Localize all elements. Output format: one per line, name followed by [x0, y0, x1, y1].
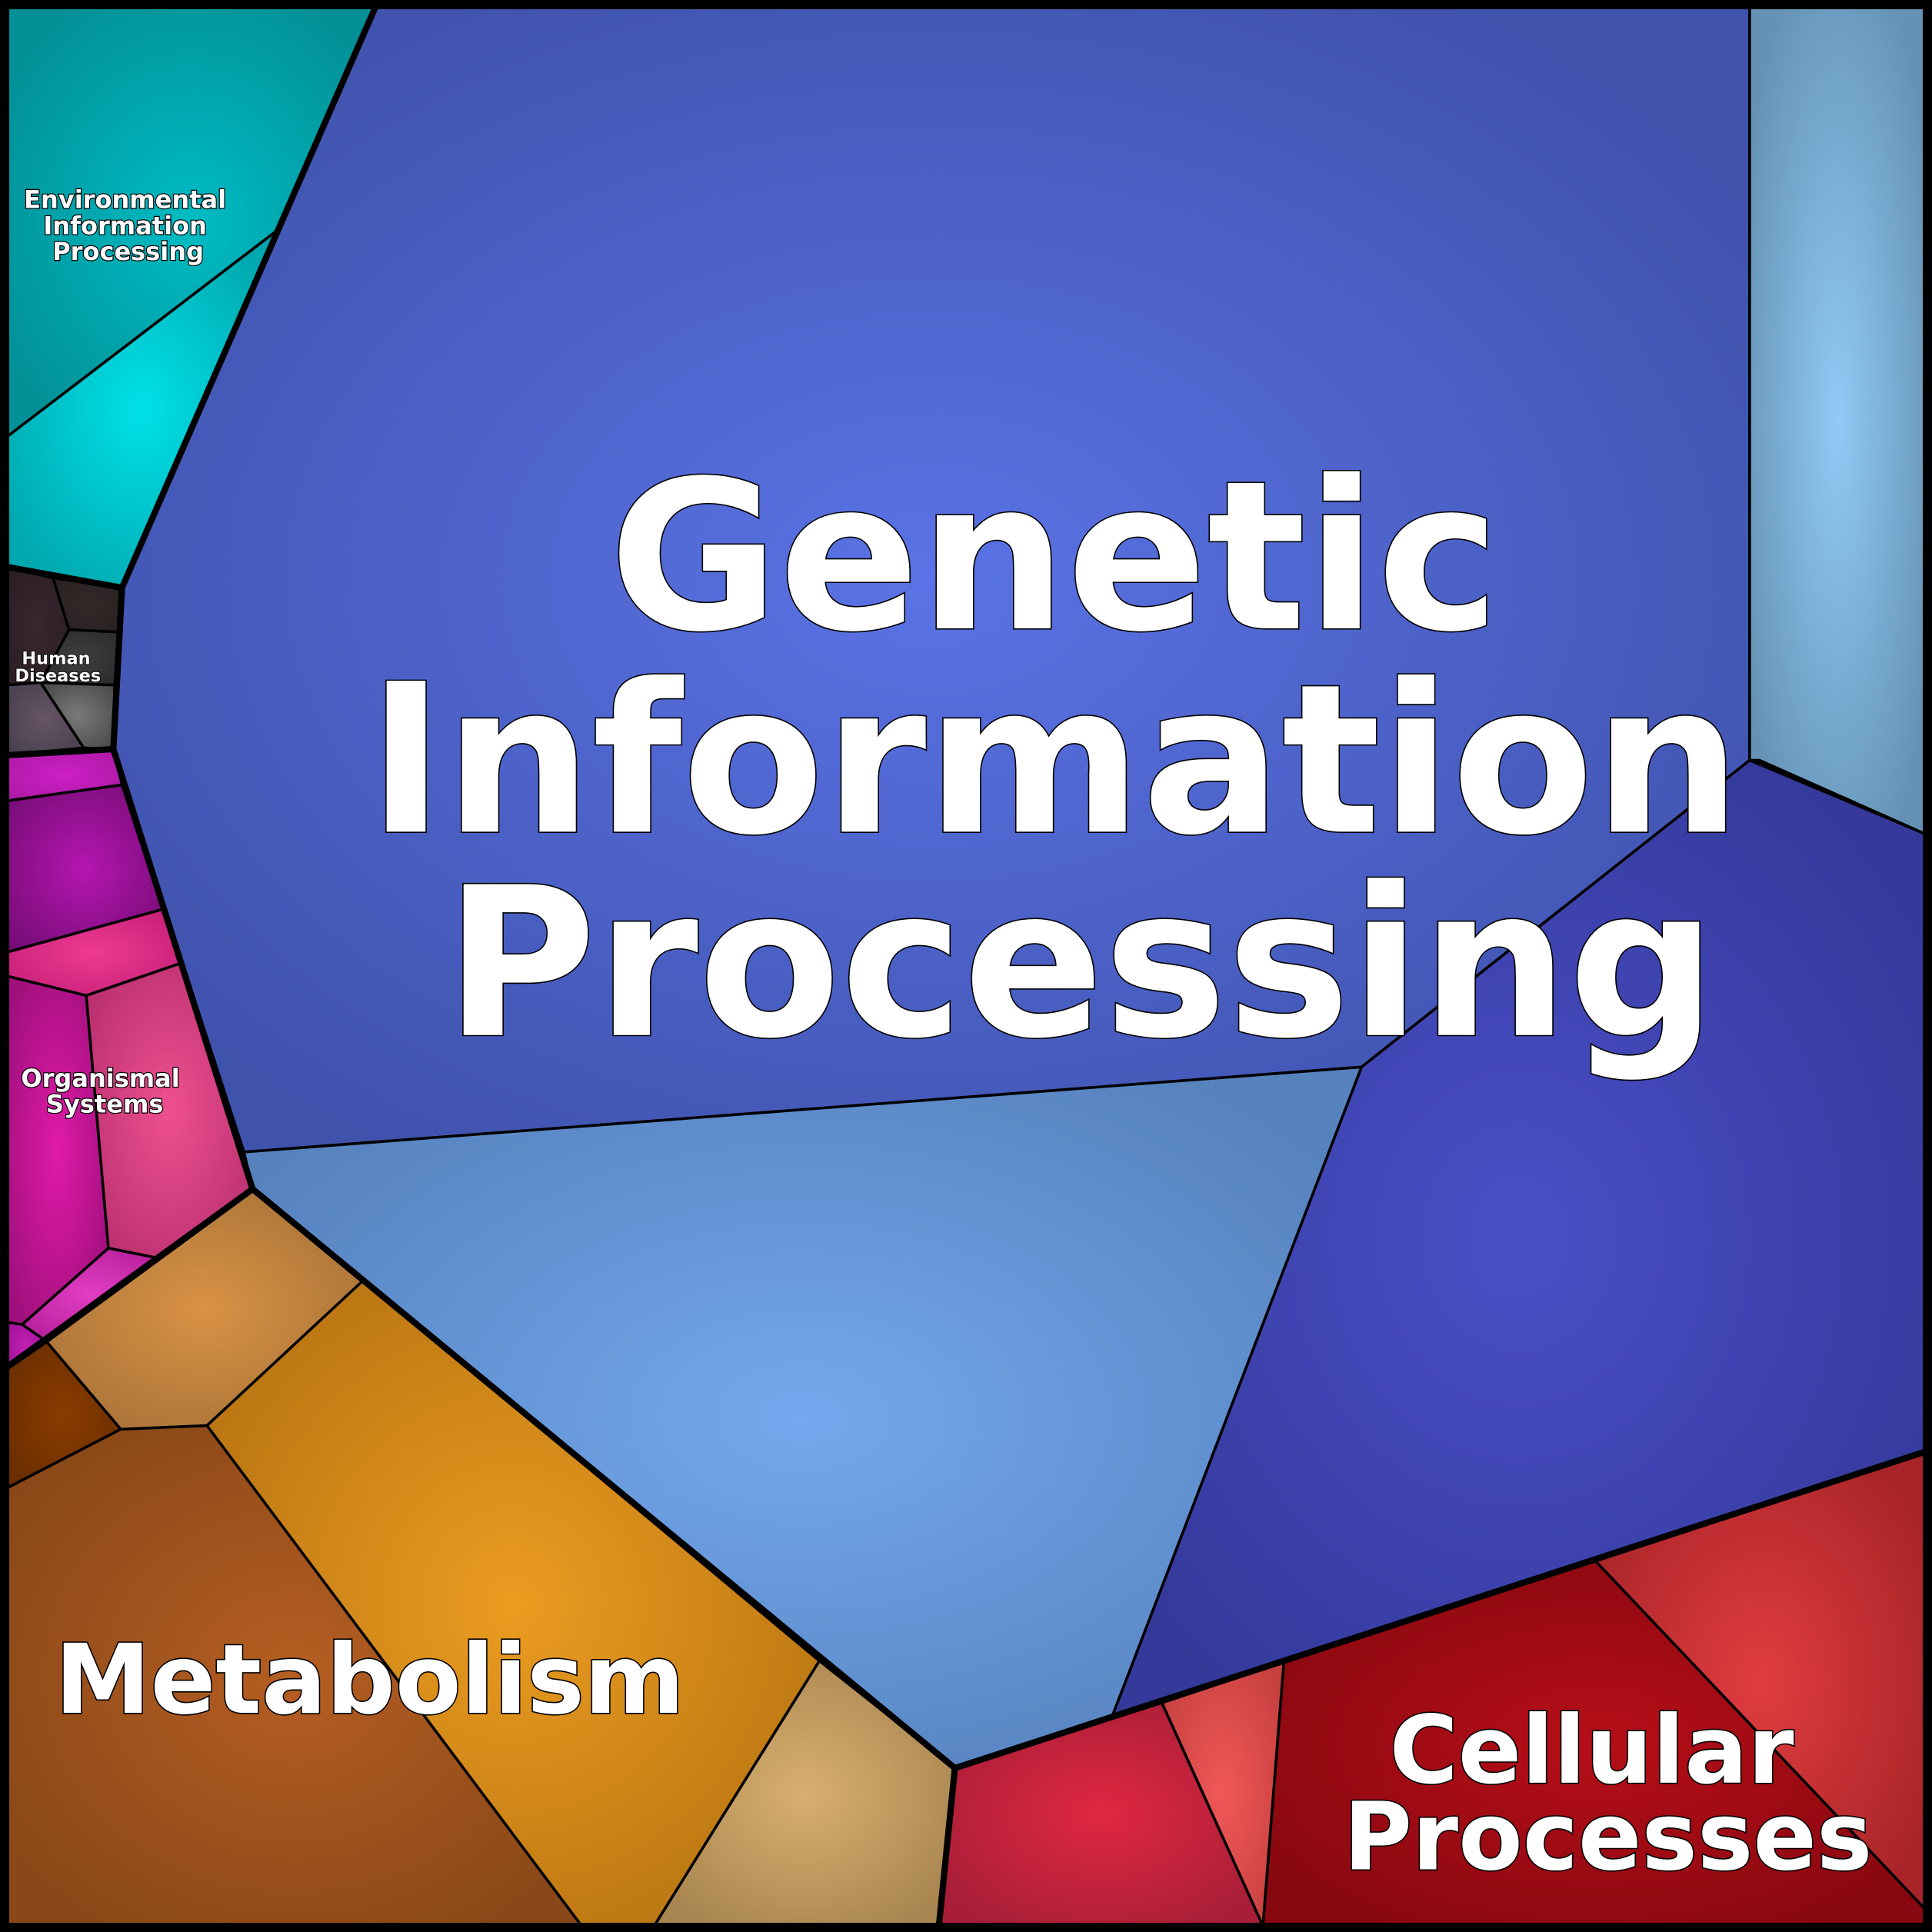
label-environmental: Environmental Information Processing	[24, 185, 235, 266]
label-metabolism: Metabolism	[55, 1624, 685, 1736]
label-human-diseases: Human Diseases	[15, 649, 101, 686]
label-gip: Genetic Information Processing	[368, 437, 1814, 1084]
label-cellular-processes: Cellular Processes	[1344, 1696, 1873, 1891]
label-organismal-systems: Organismal Systems	[21, 1064, 188, 1119]
